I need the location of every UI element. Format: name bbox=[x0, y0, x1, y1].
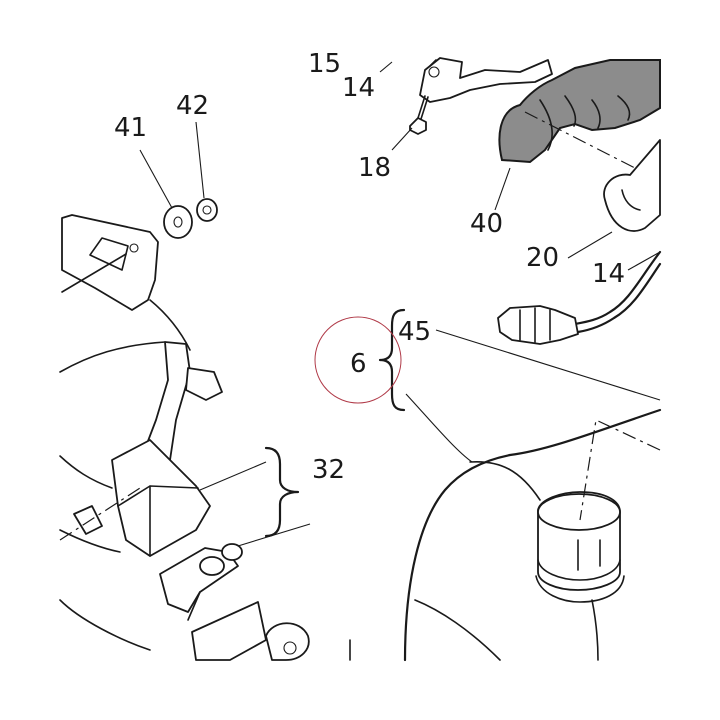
tank-body bbox=[349, 408, 662, 662]
nut-42 bbox=[196, 198, 218, 222]
callout-40: 40 bbox=[470, 209, 503, 239]
callout-15: 15 bbox=[308, 49, 341, 79]
callout-18: 18 bbox=[358, 153, 391, 183]
centerline-cap bbox=[579, 419, 661, 521]
left-bracket-plate bbox=[61, 214, 159, 311]
callout-41: 41 bbox=[114, 113, 147, 143]
callout-14-right: 14 bbox=[592, 259, 625, 289]
switch-assembly-32 bbox=[159, 543, 310, 661]
glove bbox=[498, 59, 661, 164]
callout-42: 42 bbox=[176, 91, 209, 121]
hose-with-connector bbox=[497, 250, 662, 345]
washer-41 bbox=[163, 205, 193, 239]
cloth-rag bbox=[603, 139, 661, 232]
brace-32 bbox=[264, 446, 300, 538]
leader-lines bbox=[139, 61, 661, 547]
top-bracket bbox=[419, 57, 553, 103]
callout-45: 45 bbox=[398, 317, 431, 347]
callout-14-top: 14 bbox=[342, 73, 375, 103]
bolt-18 bbox=[409, 95, 429, 135]
callout-32: 32 bbox=[312, 455, 345, 485]
frame-structure bbox=[59, 299, 223, 651]
highlight-circle-6 bbox=[314, 316, 402, 404]
callout-6: 6 bbox=[350, 349, 367, 379]
callout-20: 20 bbox=[526, 243, 559, 273]
brace-6 bbox=[378, 308, 406, 412]
tank-cap bbox=[535, 491, 625, 661]
centerline-glove bbox=[524, 111, 636, 169]
